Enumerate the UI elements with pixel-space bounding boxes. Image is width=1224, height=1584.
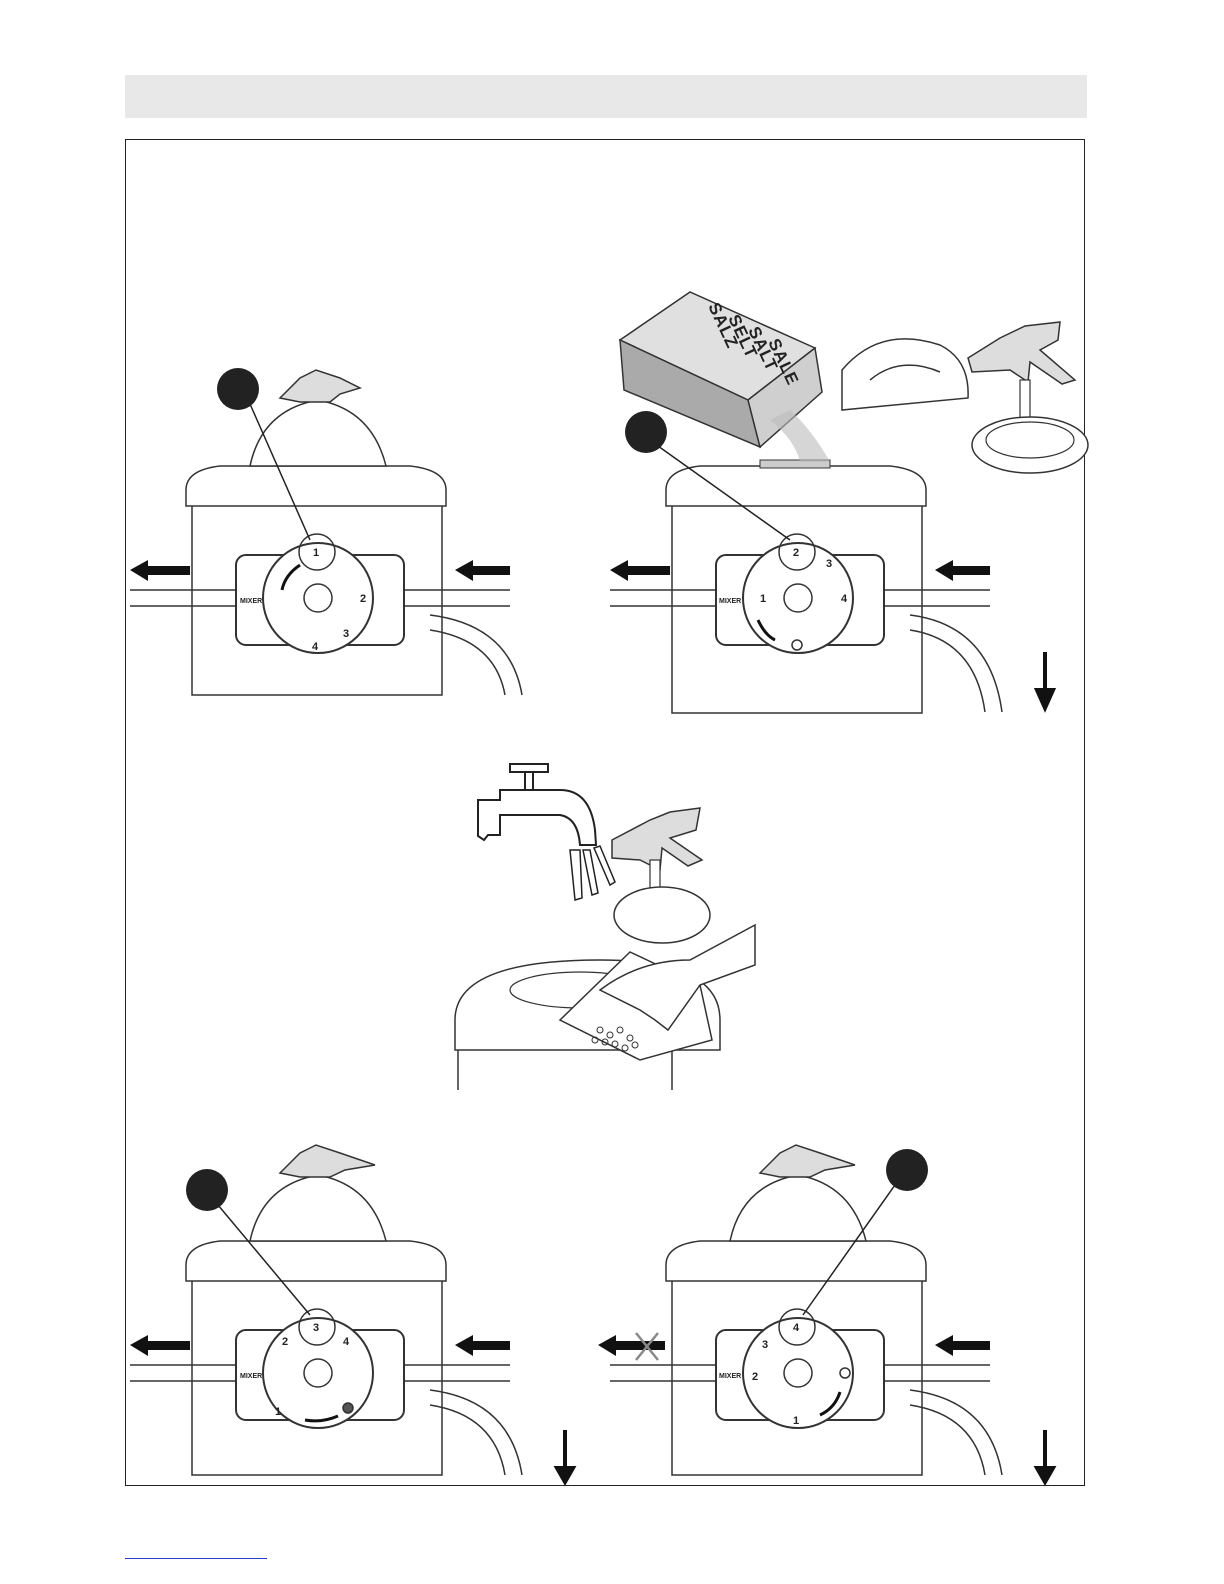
dial-number-4: 4 xyxy=(343,1336,350,1348)
panel-step-4: MIXER 1 2 3 4 xyxy=(598,1145,1053,1482)
dial-number-4: 4 xyxy=(841,593,848,605)
mixer-label: MIXER xyxy=(240,598,262,605)
dial-number-2: 2 xyxy=(752,1371,758,1383)
dial-number-3: 3 xyxy=(343,628,349,640)
panel-step-1: MIXER 1 2 3 4 xyxy=(130,368,522,695)
salt-cap-dome xyxy=(250,400,386,466)
mixer-label: MIXER xyxy=(240,1373,262,1380)
dial-number-2: 2 xyxy=(282,1336,288,1348)
tank-lid xyxy=(186,466,446,506)
inflow-arrow xyxy=(455,560,510,581)
dial-number-1: 1 xyxy=(313,547,319,559)
next-step-arrow xyxy=(1037,652,1053,708)
cap-knob xyxy=(280,370,360,402)
dial-center xyxy=(304,584,332,612)
panel-step-2: MIXER 1 2 3 4 SALE SALT SELT xyxy=(610,292,1088,713)
dial-number-3: 3 xyxy=(313,1322,319,1334)
dial-number-3: 3 xyxy=(762,1339,768,1351)
dial-number-4: 4 xyxy=(793,1322,800,1334)
mixer-label: MIXER xyxy=(719,598,741,605)
faucet xyxy=(478,790,596,845)
outflow-arrow xyxy=(130,560,190,581)
dial-number-3: 3 xyxy=(826,558,832,570)
mixer-label: MIXER xyxy=(719,1373,741,1380)
dial-number-2: 2 xyxy=(360,593,366,605)
dial-number-2: 2 xyxy=(793,547,799,559)
cap-cover xyxy=(842,339,968,410)
cap-knob-removed xyxy=(968,322,1075,384)
water-stream xyxy=(570,850,582,900)
cap-filter-base xyxy=(972,417,1088,473)
panel-step-3: MIXER 1 2 3 4 xyxy=(130,1145,573,1482)
dial-number-4: 4 xyxy=(312,641,319,653)
salt-pour xyxy=(770,410,830,462)
dial-number-1: 1 xyxy=(760,593,766,605)
dial-number-1: 1 xyxy=(275,1406,281,1418)
drain-hose xyxy=(430,615,522,695)
callout-dot xyxy=(217,368,259,410)
panel-cleaning xyxy=(455,764,755,1090)
dial-number-1: 1 xyxy=(793,1415,799,1427)
